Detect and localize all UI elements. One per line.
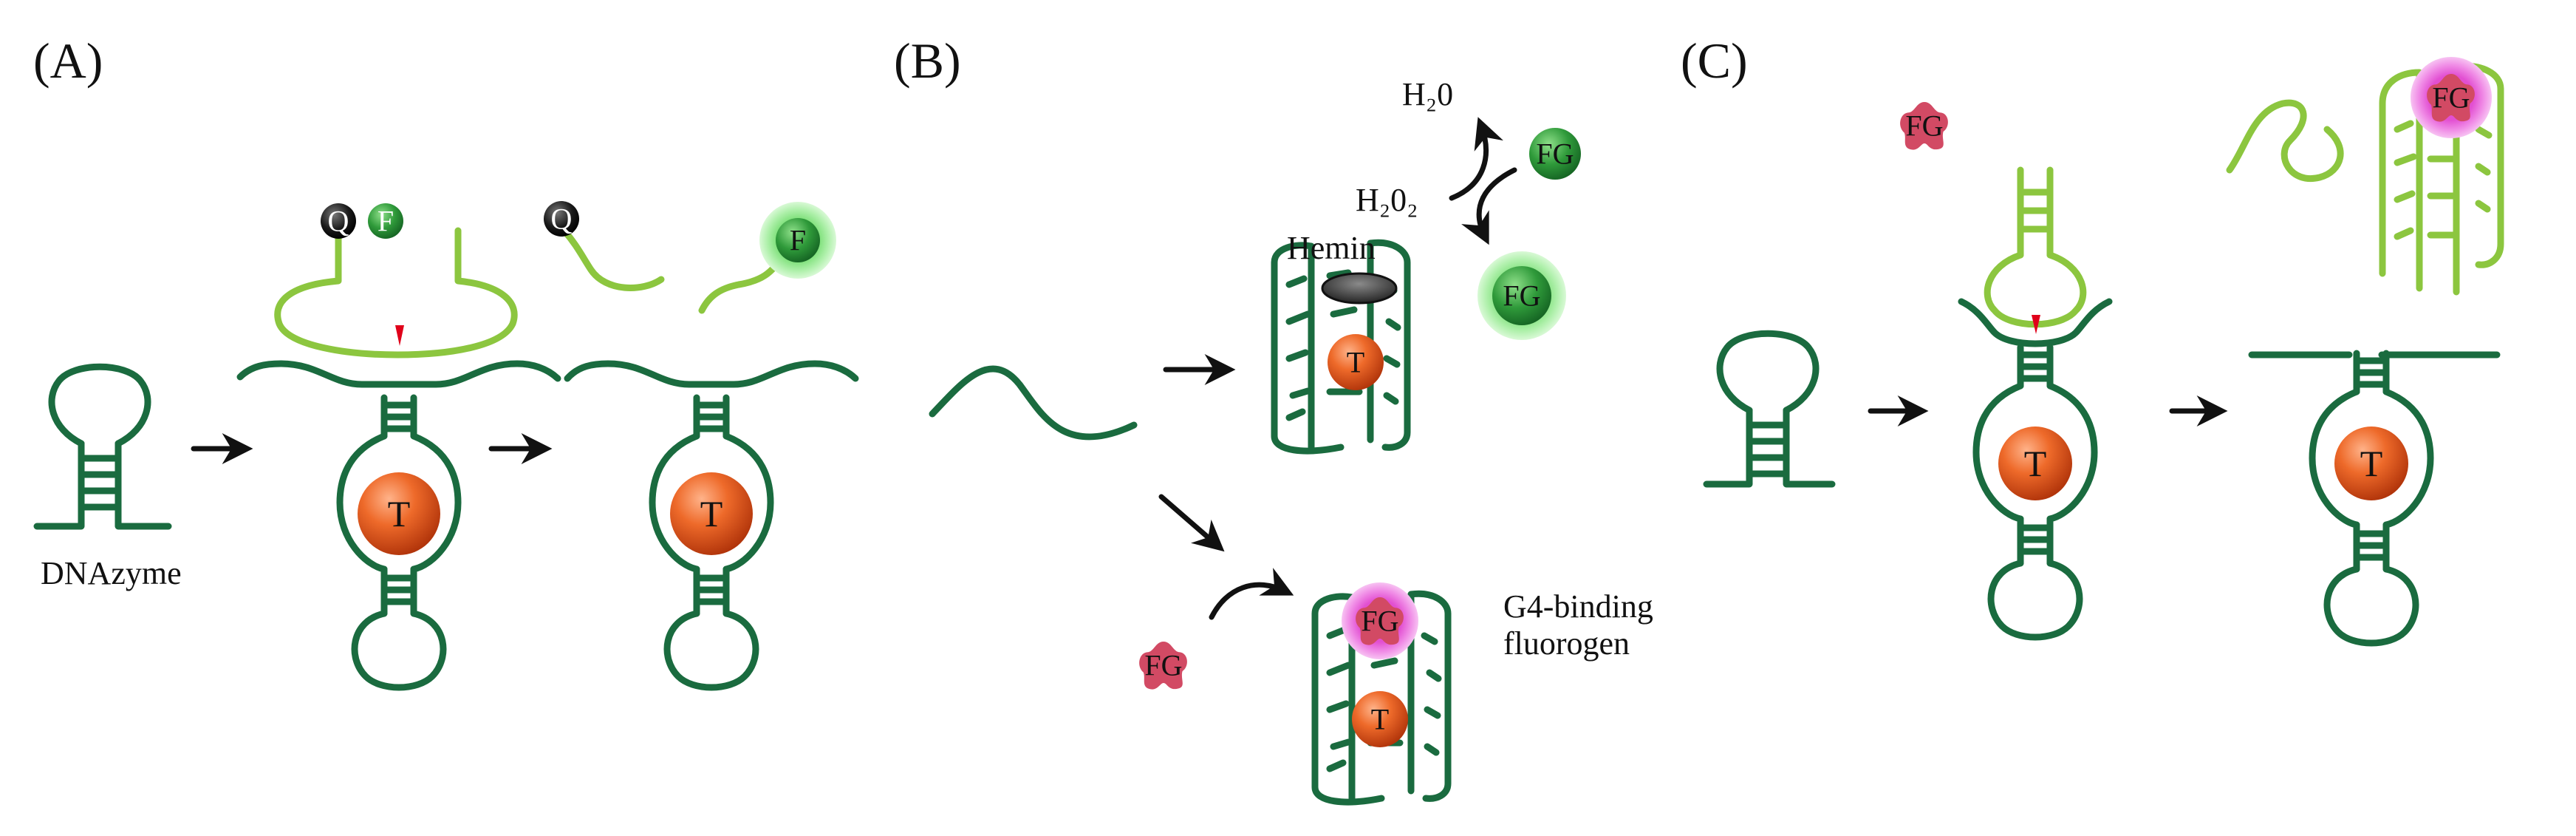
fluorophore-label: F — [377, 205, 394, 238]
cleavage-site-marker — [395, 325, 404, 346]
initial-hairpin-c — [1703, 330, 1836, 488]
free-fg-label: FG — [1144, 649, 1182, 682]
arrow-b2 — [1158, 494, 1225, 552]
hemin-disc — [1321, 272, 1398, 305]
g4-label-line2: fluorogen — [1503, 625, 1630, 662]
arrow-fg-binding — [1209, 568, 1294, 620]
quencher-label: Q — [328, 205, 349, 238]
panel-label-a: (A) — [33, 33, 103, 89]
substrate-bound-complex — [236, 227, 561, 687]
released-strand — [2226, 99, 2344, 183]
target-label: T — [388, 493, 411, 534]
arrow-to-fg — [1461, 167, 1517, 245]
h2o-label: H₂0 — [1402, 76, 1453, 112]
arrow-to-h2o — [1449, 117, 1503, 201]
fluorophore-ball — [368, 203, 403, 239]
target-ball — [358, 472, 440, 555]
cleavage-site-marker-c — [2032, 315, 2040, 334]
g-rich-strand — [929, 365, 1138, 441]
fg-bound-label: FG — [1361, 605, 1398, 638]
free-fg-label-c: FG — [1905, 109, 1943, 143]
target-label-b2: T — [1371, 703, 1389, 736]
target-label-2: T — [700, 493, 723, 534]
target-ball-c1 — [1998, 427, 2072, 500]
dnazyme-hairpin — [33, 363, 172, 530]
fg-bound-label-c: FG — [2432, 81, 2470, 115]
dnazyme-label: DNAzyme — [41, 555, 182, 591]
target-ball-b2 — [1352, 691, 1408, 747]
fg-substrate-ball — [1529, 128, 1581, 180]
target-label-c1: T — [2024, 443, 2047, 484]
dnazyme-bound-complex-c — [1958, 166, 2113, 637]
target-ball-2 — [670, 472, 753, 555]
released-quencher-ball — [544, 201, 579, 237]
cleaved-complex — [559, 225, 859, 687]
target-ball-b1 — [1328, 334, 1384, 390]
panel-label-b: (B) — [894, 33, 961, 89]
quencher-ball — [321, 203, 356, 239]
target-ball-c2 — [2334, 427, 2408, 500]
fg-product-ball — [1492, 266, 1551, 325]
released-fluorophore-ball — [776, 218, 820, 262]
released-quencher-label: Q — [551, 203, 573, 236]
h2o2-label: H₂0₂ — [1356, 182, 1418, 218]
fg-substrate-label: FG — [1536, 137, 1574, 171]
target-label-c2: T — [2360, 443, 2383, 484]
released-fluorophore-label: F — [790, 224, 806, 257]
g4-label-line1: G4-binding — [1503, 588, 1653, 625]
panel-label-c: (C) — [1681, 33, 1748, 89]
hemin-label: Hemin — [1287, 230, 1376, 266]
fg-product-label: FG — [1503, 279, 1540, 313]
target-hairpin-c — [2248, 353, 2501, 643]
target-label-b1: T — [1347, 346, 1364, 379]
g4-fluorogen-structure-c — [2379, 62, 2504, 296]
